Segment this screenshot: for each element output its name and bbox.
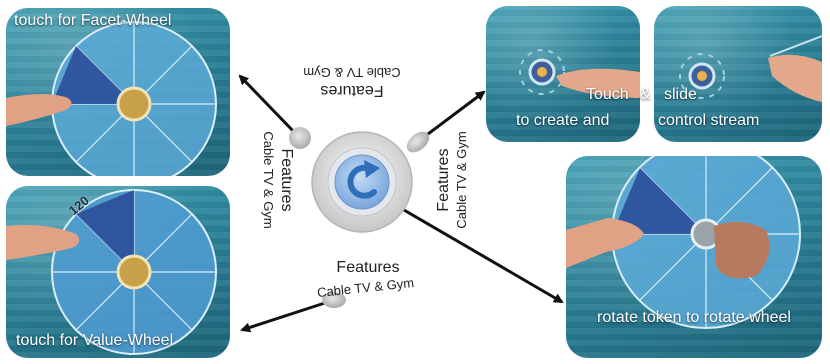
touch-dot-bottom bbox=[322, 292, 346, 308]
right-features-label: Features bbox=[435, 148, 452, 211]
arrow-to-rotate-token bbox=[379, 194, 564, 304]
rotate-arrow-icon bbox=[347, 160, 380, 199]
center-token-core bbox=[334, 154, 390, 210]
touch-token-illustration bbox=[519, 49, 640, 98]
rotate-token-caption: rotate token to rotate wheel bbox=[597, 309, 791, 326]
value-wheel-illustration bbox=[6, 189, 217, 355]
facet-wheel-caption: touch for Facet-Wheel bbox=[14, 12, 172, 29]
touch-dot-right bbox=[406, 131, 430, 153]
value-wheel-photo: 120 touch for Value-Wheel bbox=[6, 186, 230, 358]
top-features-detail: Cable TV & Gym bbox=[303, 65, 400, 80]
control-stream-label: control stream bbox=[658, 112, 760, 129]
left-features-label: Features bbox=[278, 148, 295, 211]
left-features-detail: Cable TV & Gym bbox=[261, 131, 276, 228]
bottom-features-label: Features bbox=[336, 259, 399, 276]
arrow-to-facet-wheel bbox=[238, 74, 298, 136]
slide-label: slide bbox=[664, 86, 697, 103]
slide-stream-photo bbox=[654, 6, 822, 142]
rotate-token-photo: rotate token to rotate wheel bbox=[566, 156, 822, 358]
ampersand-label: & bbox=[640, 86, 651, 103]
touch-dot-left bbox=[289, 127, 311, 149]
arrow-to-touch-slide bbox=[419, 90, 486, 142]
value-wheel-caption: touch for Value-Wheel bbox=[16, 332, 174, 349]
facet-wheel-illustration bbox=[6, 21, 217, 176]
touch-token-photo bbox=[486, 6, 640, 142]
bottom-features-detail: Cable TV & Gym bbox=[316, 275, 414, 300]
facet-wheel-photo: touch for Facet-Wheel bbox=[6, 8, 230, 176]
rotate-wheel-illustration bbox=[566, 156, 801, 329]
touch-label: Touch bbox=[586, 86, 629, 103]
create-stream-label: to create and bbox=[516, 112, 610, 129]
right-features-detail: Cable TV & Gym bbox=[454, 131, 469, 228]
slide-stream-illustration bbox=[679, 35, 822, 102]
top-features-label: Features bbox=[320, 82, 383, 99]
arrow-to-value-wheel bbox=[240, 298, 335, 333]
